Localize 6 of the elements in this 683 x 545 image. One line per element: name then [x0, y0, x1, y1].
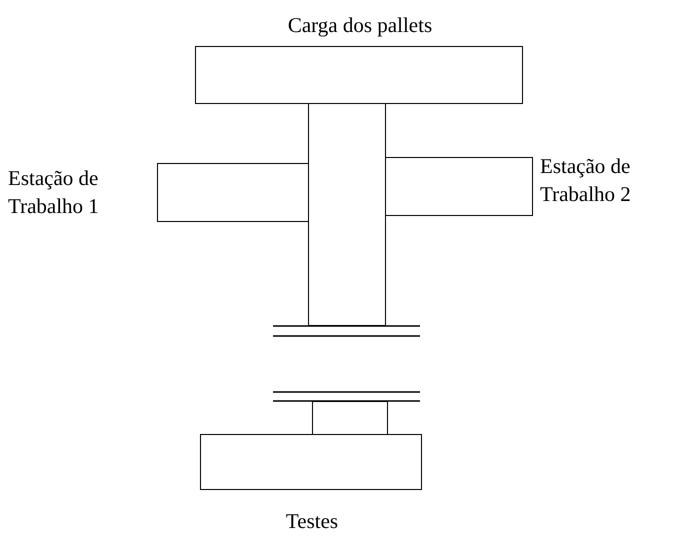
station-label: Carga dos pallets — [286, 12, 434, 39]
station-label: Testes — [284, 508, 340, 535]
conveyor-segment — [312, 401, 388, 435]
conveyor-segment — [308, 103, 386, 326]
station-label: Estação de Trabalho 2 — [540, 153, 632, 208]
station-label: Estação de Trabalho 1 — [8, 165, 100, 220]
